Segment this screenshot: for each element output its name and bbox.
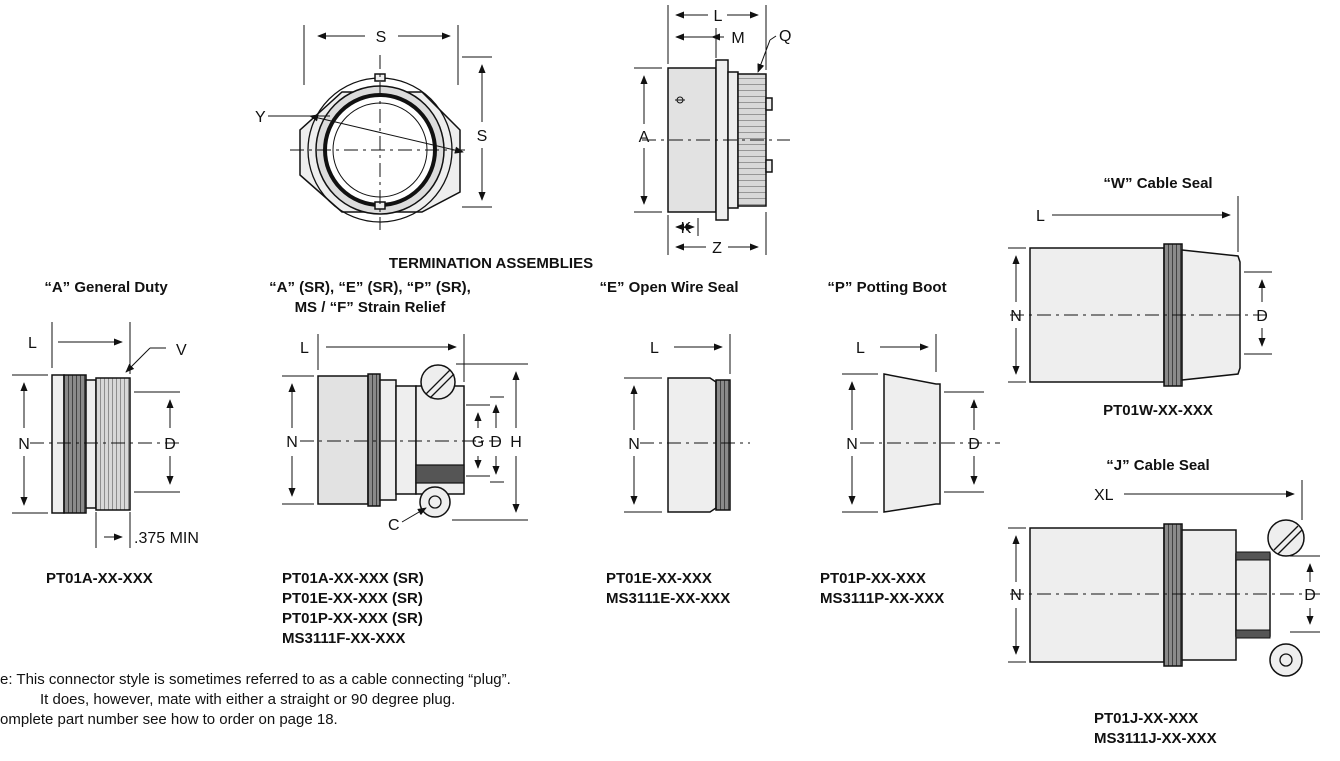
- potting-n-label: N: [846, 436, 858, 453]
- strain-relief-view: L N G D H C: [282, 334, 528, 534]
- strain-n-label: N: [286, 434, 298, 451]
- general-d-label: D: [164, 436, 176, 453]
- open-n-label: N: [628, 436, 640, 453]
- note-line: e: This connector style is sometimes ref…: [0, 671, 511, 688]
- j-d-label: D: [1304, 587, 1316, 604]
- front-view: S S Y: [255, 25, 492, 230]
- w-cable-seal-shell: [1029, 247, 1165, 383]
- general-duty-heading: “A” General Duty: [44, 279, 168, 296]
- strain-relief-clamp-saddle: [415, 464, 465, 484]
- w-n-label: N: [1010, 308, 1022, 325]
- w-cable-seal-view: L N D: [1008, 196, 1272, 387]
- j-cable-seal-heading: “J” Cable Seal: [1106, 457, 1209, 474]
- strain-relief-coupling-nut: [367, 373, 381, 507]
- strain-relief-heading-1: “A” (SR), “E” (SR), “P” (SR),: [269, 279, 471, 296]
- j-n-label: N: [1010, 587, 1022, 604]
- side-l-label: L: [714, 8, 723, 25]
- potting-boot-heading: “P” Potting Boot: [827, 279, 946, 296]
- note-line: It does, however, mate with either a str…: [40, 691, 455, 708]
- strain-h-label: H: [510, 434, 522, 451]
- potting-d-label: D: [968, 436, 980, 453]
- part-number: PT01P-XX-XXX: [820, 570, 926, 587]
- open-wire-seal-coupling-nut: [715, 379, 731, 511]
- open-wire-seal-body: [667, 377, 717, 513]
- strain-d-label: D: [490, 434, 502, 451]
- part-number: MS3111J-XX-XXX: [1094, 730, 1217, 747]
- side-k-label: K: [681, 220, 692, 237]
- general-duty-thread: [95, 377, 131, 511]
- side-z-label: Z: [712, 240, 722, 257]
- strain-relief-screw-bottom: [419, 486, 451, 518]
- strain-g-label: G: [472, 434, 484, 451]
- open-wire-seal-view: L N: [624, 334, 750, 513]
- general-n-label: N: [18, 436, 30, 453]
- j-cable-seal-screw-bottom: [1269, 643, 1303, 677]
- note-line: omplete part number see how to order on …: [0, 711, 338, 728]
- part-number: MS3111P-XX-XXX: [820, 590, 944, 607]
- j-cable-seal-clamp: [1235, 553, 1271, 637]
- side-q-label: Q: [779, 28, 791, 45]
- strain-c-label: C: [388, 517, 400, 534]
- general-min-label: .375 MIN: [134, 530, 199, 547]
- s-horizontal-label: S: [376, 29, 387, 46]
- w-d-label: D: [1256, 308, 1268, 325]
- part-number: PT01A-XX-XXX (SR): [282, 570, 424, 587]
- y-dimension-line: [309, 114, 464, 154]
- open-l-label: L: [650, 340, 659, 357]
- open-wire-heading: “E” Open Wire Seal: [599, 279, 738, 296]
- side-view: L M Q A K Z: [634, 5, 791, 257]
- y-label: Y: [255, 109, 266, 126]
- general-l-label: L: [28, 335, 37, 352]
- potting-boot-body: [883, 373, 941, 513]
- potting-l-label: L: [856, 340, 865, 357]
- part-number: PT01A-XX-XXX: [46, 570, 153, 587]
- side-a-label: A: [639, 129, 650, 146]
- potting-boot-view: L N D: [842, 334, 1000, 513]
- strain-relief-heading-2: MS / “F” Strain Relief: [295, 299, 447, 316]
- part-number: PT01P-XX-XXX (SR): [282, 610, 423, 627]
- termination-heading: TERMINATION ASSEMBLIES: [389, 255, 593, 272]
- w-l-label: L: [1036, 208, 1045, 225]
- side-m-label: M: [731, 30, 744, 47]
- general-duty-view: L V N D .375 MIN: [12, 322, 199, 548]
- part-number: PT01E-XX-XXX: [606, 570, 712, 587]
- part-number: MS3111E-XX-XXX: [606, 590, 730, 607]
- part-number: PT01W-XX-XXX: [1103, 402, 1213, 419]
- j-cable-seal-coupling-nut: [1163, 523, 1183, 667]
- part-number: PT01J-XX-XXX: [1094, 710, 1198, 727]
- part-number: MS3111F-XX-XXX: [282, 630, 405, 647]
- w-cable-seal-heading: “W” Cable Seal: [1103, 175, 1212, 192]
- s-vertical-label: S: [477, 128, 488, 145]
- general-v-label: V: [176, 342, 187, 359]
- j-cable-seal-view: XL N D: [1008, 480, 1320, 677]
- general-duty-coupling-nut: [63, 374, 87, 514]
- strain-l-label: L: [300, 340, 309, 357]
- part-number: PT01E-XX-XXX (SR): [282, 590, 423, 607]
- j-cable-seal-shell: [1029, 527, 1165, 663]
- j-xl-label: XL: [1094, 487, 1114, 504]
